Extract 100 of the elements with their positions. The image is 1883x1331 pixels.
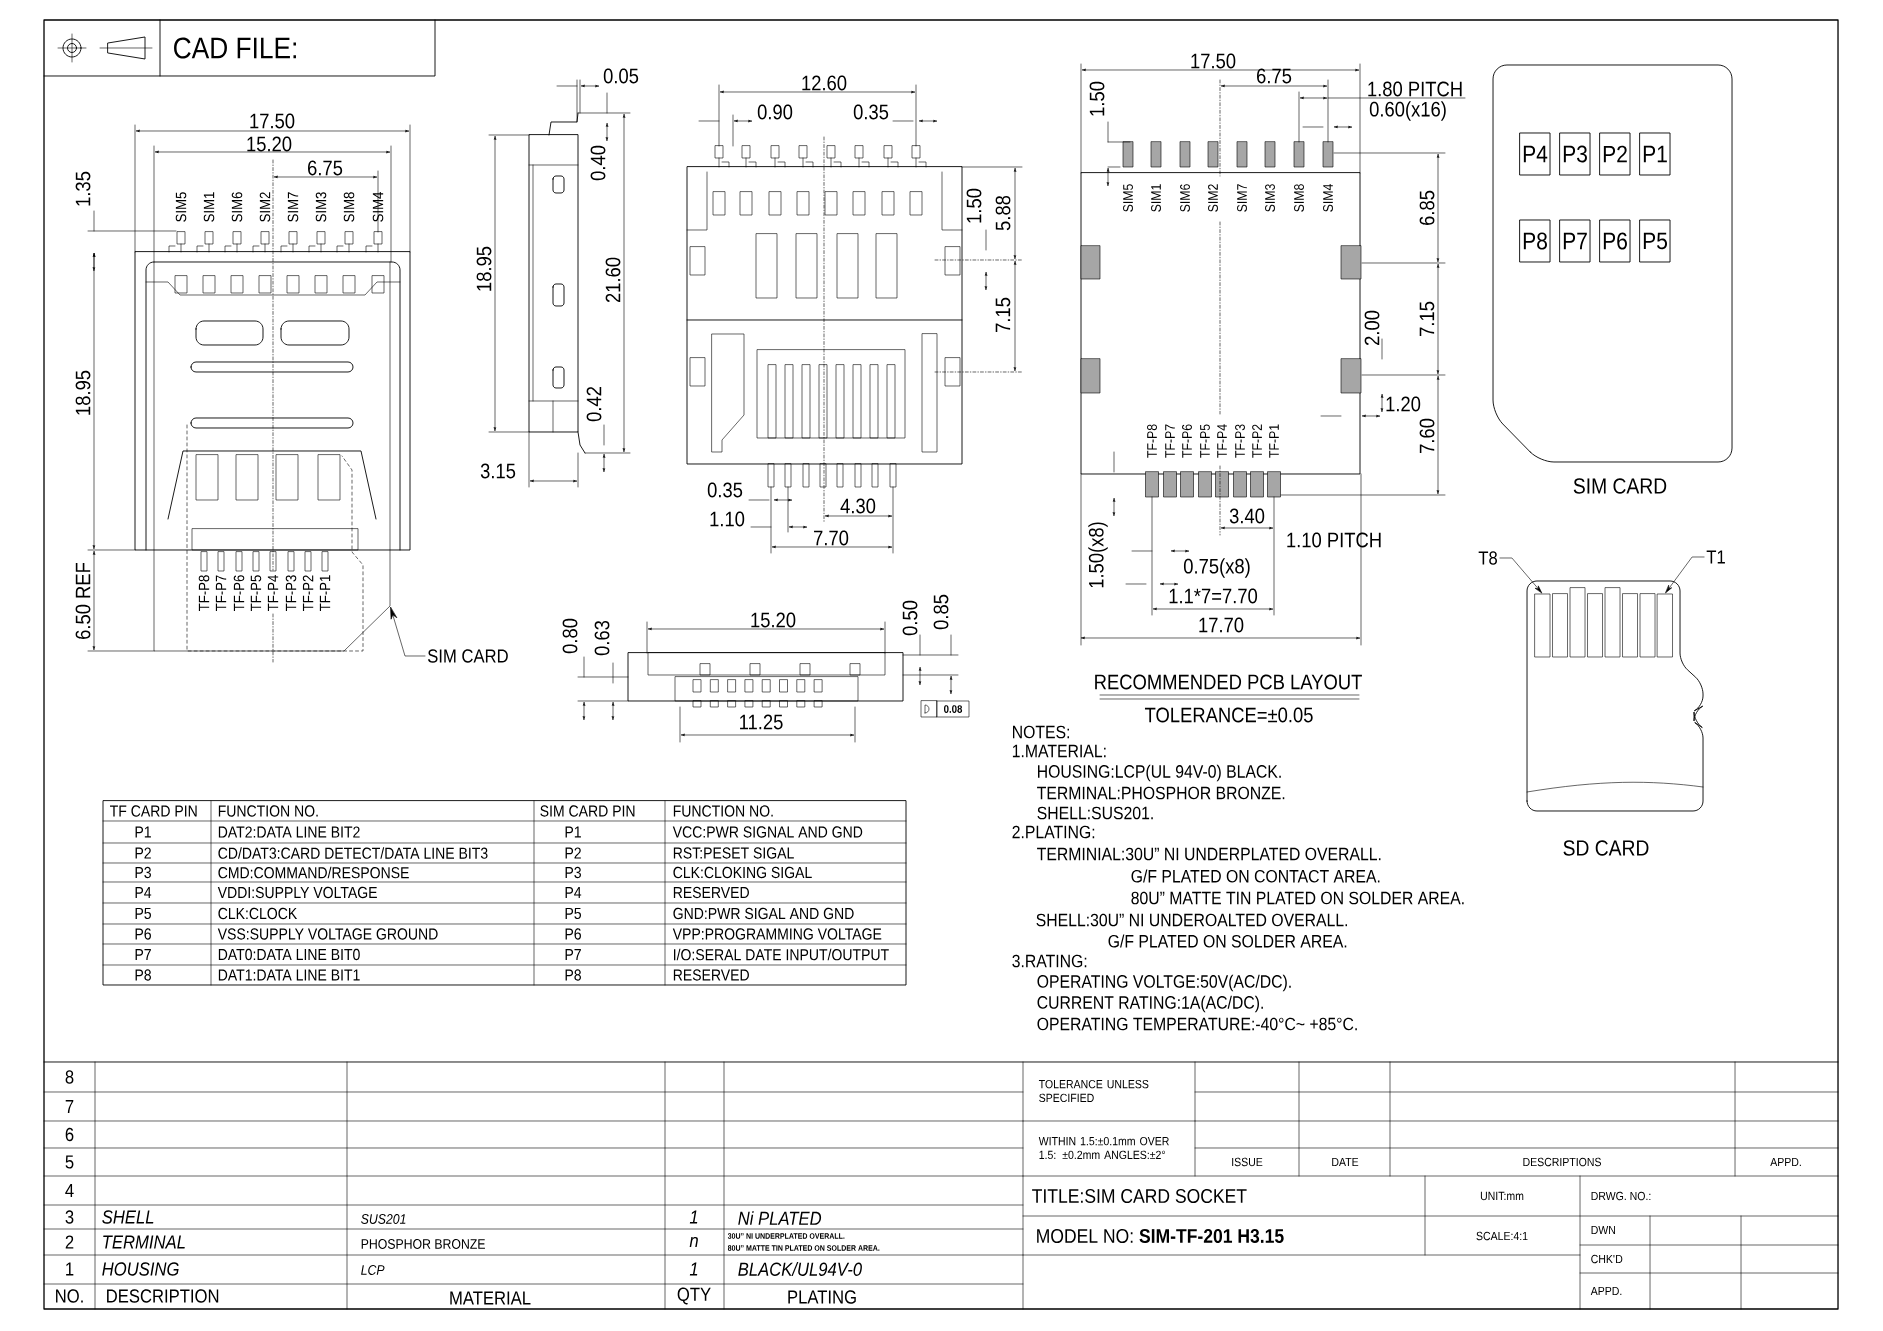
table-text: HOUSING <box>102 1262 179 1276</box>
pin-label: TF-P2 <box>302 575 314 611</box>
dimension-text: 1.35 <box>75 171 91 206</box>
note-text: SHELL:SUS201. <box>1037 806 1153 820</box>
table-text: P1 <box>565 826 581 838</box>
table-text: P6 <box>565 928 581 940</box>
pin-label: TF-P2 <box>1252 424 1262 458</box>
dimension-text: 17.50 <box>250 113 295 129</box>
note-text: OPERATING TEMPERATURE:-40°C~ +85°C. <box>1037 1017 1357 1031</box>
title-block-text: DWN <box>1591 1225 1615 1235</box>
callout-label: T8 <box>1478 551 1497 565</box>
pin-label: TF-P6 <box>1182 424 1192 458</box>
contact-pad: P6 <box>1599 219 1631 263</box>
pin-label: SIM5 <box>1123 184 1133 212</box>
pin-label: TF-P7 <box>1165 424 1175 458</box>
pin-label: SIM1 <box>203 192 215 222</box>
pin-label: SIM2 <box>1208 184 1218 212</box>
leader-line <box>1665 556 1705 593</box>
table-text: SUS201 <box>361 1214 406 1224</box>
contact-pad: P2 <box>1599 132 1631 176</box>
row-number: 6 <box>65 1127 74 1142</box>
pin-label: SIM7 <box>287 192 299 222</box>
table-text: VCC:PWR SIGNAL AND GND <box>672 826 863 838</box>
table-header: QTY <box>677 1287 711 1305</box>
table-text: CLK:CLOKING SIGAL <box>673 866 812 879</box>
pin-label: TF-P3 <box>1235 424 1245 458</box>
table-text: DAT1:DATA LINE BIT1 <box>218 969 360 981</box>
table-text: P2 <box>565 847 581 859</box>
title-block-text: DESCRIPTIONS <box>1523 1157 1601 1167</box>
dimension-text: 0.50 <box>902 600 918 636</box>
contact-pad: P3 <box>1559 132 1591 176</box>
table-text: SHELL <box>102 1210 154 1224</box>
title-block-text: APPD. <box>1590 1286 1622 1296</box>
table-text: P2 <box>135 847 151 859</box>
note-text: 2.PLATING: <box>1012 825 1095 839</box>
dimension-text: 18.95 <box>75 370 91 415</box>
pin-label: SIM6 <box>1180 184 1190 212</box>
note-text: 1.MATERIAL: <box>1012 744 1106 758</box>
callout-label: SIM CARD <box>427 649 508 663</box>
dimension-text: 3.40 <box>1229 508 1265 524</box>
pin-label: SIM2 <box>259 192 271 222</box>
table-text: CD/DAT3:CARD DETECT/DATA LINE BIT3 <box>218 847 488 859</box>
table-text: P5 <box>565 907 581 920</box>
pin-label: SIM8 <box>343 192 355 222</box>
table-text: RESERVED <box>673 969 749 981</box>
table-text: I/O:SERAL DATE INPUT/OUTPUT <box>674 948 889 961</box>
dimension-text: 11.25 <box>740 714 783 730</box>
dimension-text: 0.85 <box>933 594 949 630</box>
table-header: FUNCTION NO. <box>218 805 318 817</box>
contact-pad: P5 <box>1639 219 1671 263</box>
title-block-text: SCALE:4:1 <box>1476 1231 1528 1241</box>
table-text: P8 <box>565 969 581 981</box>
pin-label: TF-P3 <box>285 575 297 611</box>
card-contact <box>1657 593 1673 658</box>
table-header: PLATING <box>788 1290 856 1304</box>
note-text: HOUSING:LCP(UL 94V-0) BLACK. <box>1038 764 1281 782</box>
leader-line <box>390 607 426 657</box>
table-text: P8 <box>135 969 151 981</box>
row-number: 2 <box>65 1235 74 1249</box>
dimension-text: 6.75 <box>1257 68 1292 84</box>
tolerance-frame: 0.08 <box>936 700 970 718</box>
dimension-text: 7.70 <box>814 530 849 546</box>
table-text: P4 <box>135 887 152 898</box>
pin-label: TF-P5 <box>250 575 262 611</box>
table-header: TF CARD PIN <box>110 805 197 817</box>
dimension-text: 0.63 <box>594 620 610 656</box>
dimension-text: 0.60(x16) <box>1369 101 1446 121</box>
pin-label: TF-P4 <box>267 575 279 611</box>
table-text: RESERVED <box>673 886 749 899</box>
title-block-text: WITHIN 1.5:±0.1mm OVER 1.5: ±0.2mm ANGLES:±2° <box>1038 1136 1169 1160</box>
row-number: 5 <box>65 1155 74 1169</box>
model-number: MODEL NO: SIM-TF-201 H3.15 <box>1037 1228 1284 1244</box>
row-number: 3 <box>65 1210 74 1224</box>
title-block-text: DRWG. NO.: <box>1591 1191 1651 1201</box>
dimension-text: 0.80 <box>562 618 578 654</box>
table-text: P5 <box>135 907 151 920</box>
title-block-text: ISSUE <box>1232 1157 1263 1167</box>
table-text: P3 <box>135 866 151 879</box>
pin-label: TF-P8 <box>198 575 210 611</box>
title-block-text: TOLERANCE UNLESS SPECIFIED <box>1038 1079 1149 1103</box>
note-text: CURRENT RATING:1A(AC/DC). <box>1037 995 1263 1013</box>
dimension-text: 1.20 <box>1386 396 1421 412</box>
pin-label: TF-P5 <box>1200 424 1210 458</box>
pin-label: SIM5 <box>175 192 187 222</box>
dimension-text: 17.70 <box>1199 617 1244 633</box>
dimension-text: 7.60 <box>1419 418 1435 453</box>
title-block-text: APPD. <box>1770 1157 1801 1167</box>
dimension-text: 1.10 <box>710 511 745 527</box>
pin-label: SIM4 <box>372 192 384 222</box>
table-text: BLACK/UL94V-0 <box>738 1262 862 1276</box>
note-text: G/F PLATED ON CONTACT AREA. <box>1131 869 1380 883</box>
table-header: FUNCTION NO. <box>673 805 773 817</box>
row-number: 7 <box>65 1100 74 1113</box>
pin-label: SIM3 <box>315 192 327 222</box>
table-text: P7 <box>135 949 151 960</box>
layout-heading: RECOMMENDED PCB LAYOUT <box>1095 674 1362 690</box>
pin-label: SIM8 <box>1294 184 1304 212</box>
table-text: LCP <box>361 1265 385 1275</box>
dimension-text: 0.35 <box>853 104 889 120</box>
pin-label: SIM3 <box>1265 184 1275 212</box>
